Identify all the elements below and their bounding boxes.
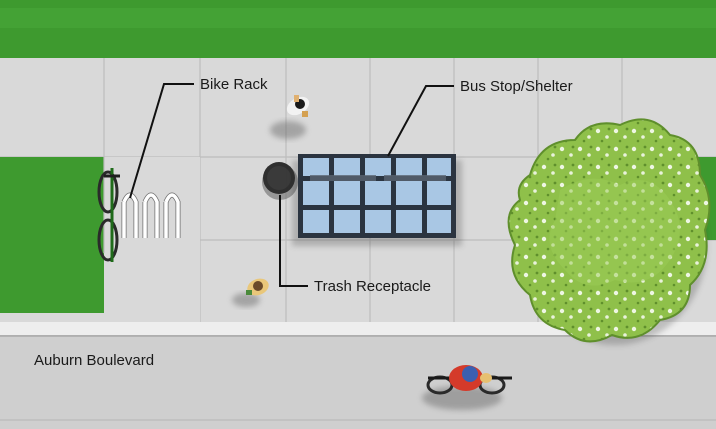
bus-shelter [298, 154, 456, 238]
pedestrian-icon [270, 95, 310, 139]
left-grass-lower [0, 253, 104, 313]
label-trash: Trash Receptacle [314, 278, 431, 295]
cyclist-icon [422, 365, 512, 410]
curb [0, 322, 716, 336]
bike-rack-leader [129, 83, 194, 199]
bus-stop-leader [387, 85, 454, 157]
road [0, 337, 716, 429]
label-bus-stop: Bus Stop/Shelter [460, 78, 573, 95]
label-street: Auburn Boulevard [34, 352, 154, 369]
bicycle-icon [97, 168, 120, 262]
bike-pad [104, 157, 200, 253]
leader-lines [129, 83, 454, 287]
trash-can-icon [262, 162, 298, 200]
trash-leader [279, 195, 308, 287]
top-grass-highlight [0, 8, 716, 28]
label-bike-rack: Bike Rack [200, 76, 268, 93]
pedestrian-icon-2 [232, 278, 269, 307]
tree-icon [507, 118, 711, 345]
bike-rack [121, 192, 181, 238]
